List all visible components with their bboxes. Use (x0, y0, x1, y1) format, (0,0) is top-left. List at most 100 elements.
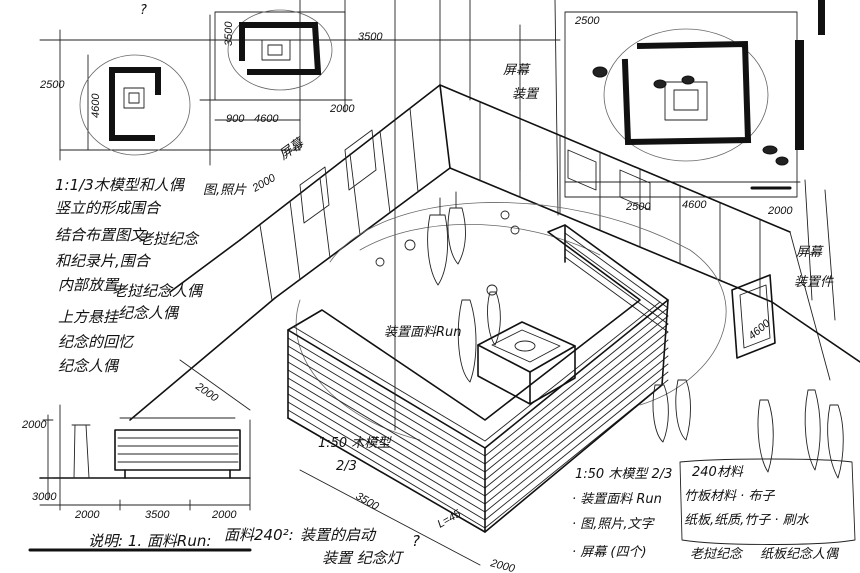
bottom-note: 装置的启动 (300, 526, 377, 544)
label-screen: 屏幕 (277, 135, 309, 163)
counter-vertical-edges (287, 299, 669, 533)
counter-wood-layer-line (484, 323, 669, 473)
counter-wood-layer-line (287, 409, 486, 529)
legend-item: · 装置面料 Run (572, 492, 662, 507)
note-highlight: 老挝纪念人偶 (112, 282, 204, 300)
note-line: 上方悬挂 (58, 308, 120, 326)
floor-edge (771, 301, 860, 363)
counter-wood-layer-line (287, 393, 486, 513)
counter-wood-layer-line (564, 256, 669, 333)
legend-material: 纸板,纸质,竹子 · 刷水 (684, 513, 810, 528)
elevation-counter-layers (117, 437, 239, 463)
room-floor (129, 202, 860, 566)
counter-wood-layer-line (484, 363, 669, 513)
figure (457, 299, 477, 383)
wall-panel-lines (259, 107, 419, 301)
legend-item: · 屏幕 (四个) (572, 545, 647, 560)
legend-footer: 老挝纪念 (690, 546, 744, 562)
counter-wood-layer-line (287, 377, 486, 497)
dimension-label: 900 (226, 113, 245, 125)
counter-top-edge (293, 301, 661, 442)
hanging-form (427, 214, 449, 286)
elevation-counter-legs (124, 469, 231, 479)
plan-wall (239, 22, 322, 75)
circulation-curve (329, 202, 727, 406)
screen-frame (731, 274, 776, 359)
counter-wood-layer-line (484, 347, 669, 497)
plan-model-table (664, 81, 708, 121)
bottom-note: 装置 纪念灯 (322, 549, 405, 567)
dimension-label: 2500 (39, 79, 65, 91)
note-line: 和纪录片,围合 (55, 252, 152, 270)
dimension-line (179, 359, 251, 411)
room-back-wall (439, 84, 836, 381)
elevation-sketch (28, 404, 252, 552)
plan-model-object (673, 89, 699, 111)
hanging-wire (439, 191, 457, 216)
counter-wood-layer-line (287, 385, 486, 505)
screen-surface (739, 284, 771, 349)
counter-wood-layer-line (564, 248, 669, 325)
wall-extension (169, 239, 241, 293)
wall-screen (619, 169, 651, 211)
dimension-label: 2000 (488, 557, 517, 573)
construction-line (554, 0, 559, 216)
label-photos: 图,照片 (203, 183, 247, 198)
dimension-label: 3500 (145, 509, 170, 521)
table-inset (491, 329, 561, 363)
dimension-label: 2000 (329, 103, 355, 115)
figure (487, 291, 501, 346)
circulation-curve (295, 299, 421, 441)
dimension-label: 2000 (192, 380, 220, 405)
floor-line (299, 469, 481, 566)
counter-wood-layers (287, 232, 669, 529)
label-device: 装置 (512, 87, 540, 102)
figure-silhouettes (457, 291, 844, 479)
dimension-label: 2500 (574, 15, 600, 27)
counter-top (287, 224, 669, 449)
plan-figure-mark (653, 79, 667, 89)
wall-screen (299, 166, 330, 224)
counter-wood-layer-line (287, 353, 486, 473)
plan-sketch-top-right (564, 0, 825, 198)
plan-figure-mark (592, 66, 608, 78)
plan-model-table (123, 87, 145, 109)
elevation-height-line (42, 414, 54, 501)
plan-sketch-top-middle (199, 0, 353, 113)
plan-wall-bar (795, 40, 804, 150)
note-line: 1:1/3木模型和人偶 (55, 176, 186, 194)
plan-sketch-top-left (39, 14, 301, 166)
dimension-label: 2000 (211, 509, 237, 521)
counter-wood-layer-line (484, 331, 669, 481)
legend-footer: 纸板纪念人偶 (760, 546, 840, 562)
counter-wood-layer-line (484, 371, 669, 521)
label-fabric-run: 装置面料Run (384, 325, 462, 340)
flower-mark (404, 239, 416, 251)
dimension-label: 3500 (223, 21, 235, 46)
figure (675, 379, 691, 441)
elevation-figures (71, 424, 91, 479)
legend-material: 竹板材料 · 布子 (684, 489, 775, 504)
label-device: 装置件 (794, 275, 834, 290)
right-edge-lines (789, 179, 836, 381)
plan-circulation-curve (603, 28, 769, 162)
wall-top-edge (239, 84, 441, 241)
counter-wood-layer-line (287, 401, 486, 521)
wall-top-edge (439, 84, 791, 233)
flower-mark (375, 257, 385, 267)
legend-item: · 图,照片,文字 (572, 516, 656, 532)
exhibition-counter (287, 224, 669, 533)
plan-figure-mark (681, 75, 695, 85)
plan-wall (621, 40, 752, 146)
plan-model-object (267, 44, 283, 56)
label-screen: 屏幕 (796, 245, 824, 260)
counter-base (287, 384, 663, 533)
flower-mark (500, 210, 510, 220)
dimension-label: 2000 (767, 205, 793, 217)
wall-corner (439, 84, 451, 169)
note-line: 竖立的形成围合 (55, 199, 162, 217)
figure (652, 384, 669, 443)
note-line: 内部放置 (58, 276, 120, 294)
wall-bottom-edge (449, 167, 773, 303)
note-line: 纪念人偶 (58, 357, 120, 375)
